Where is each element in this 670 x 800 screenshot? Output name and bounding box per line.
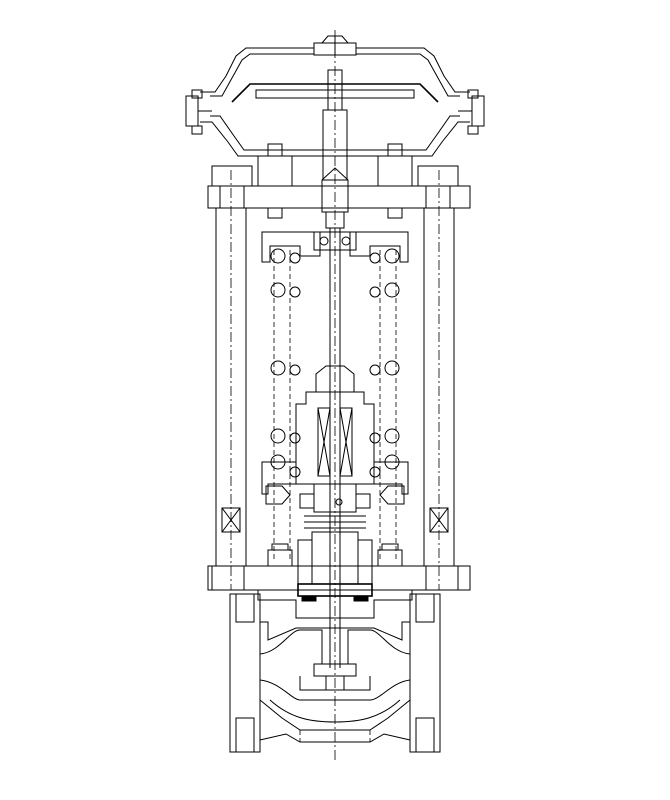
packing-box [261, 365, 409, 505]
bonnet-flange [207, 543, 471, 591]
diaphragm-actuator [185, 30, 485, 760]
yoke-top-plate [207, 143, 471, 229]
valve-body [229, 590, 441, 753]
spring-coils [270, 248, 400, 478]
spring-guides [261, 231, 409, 560]
